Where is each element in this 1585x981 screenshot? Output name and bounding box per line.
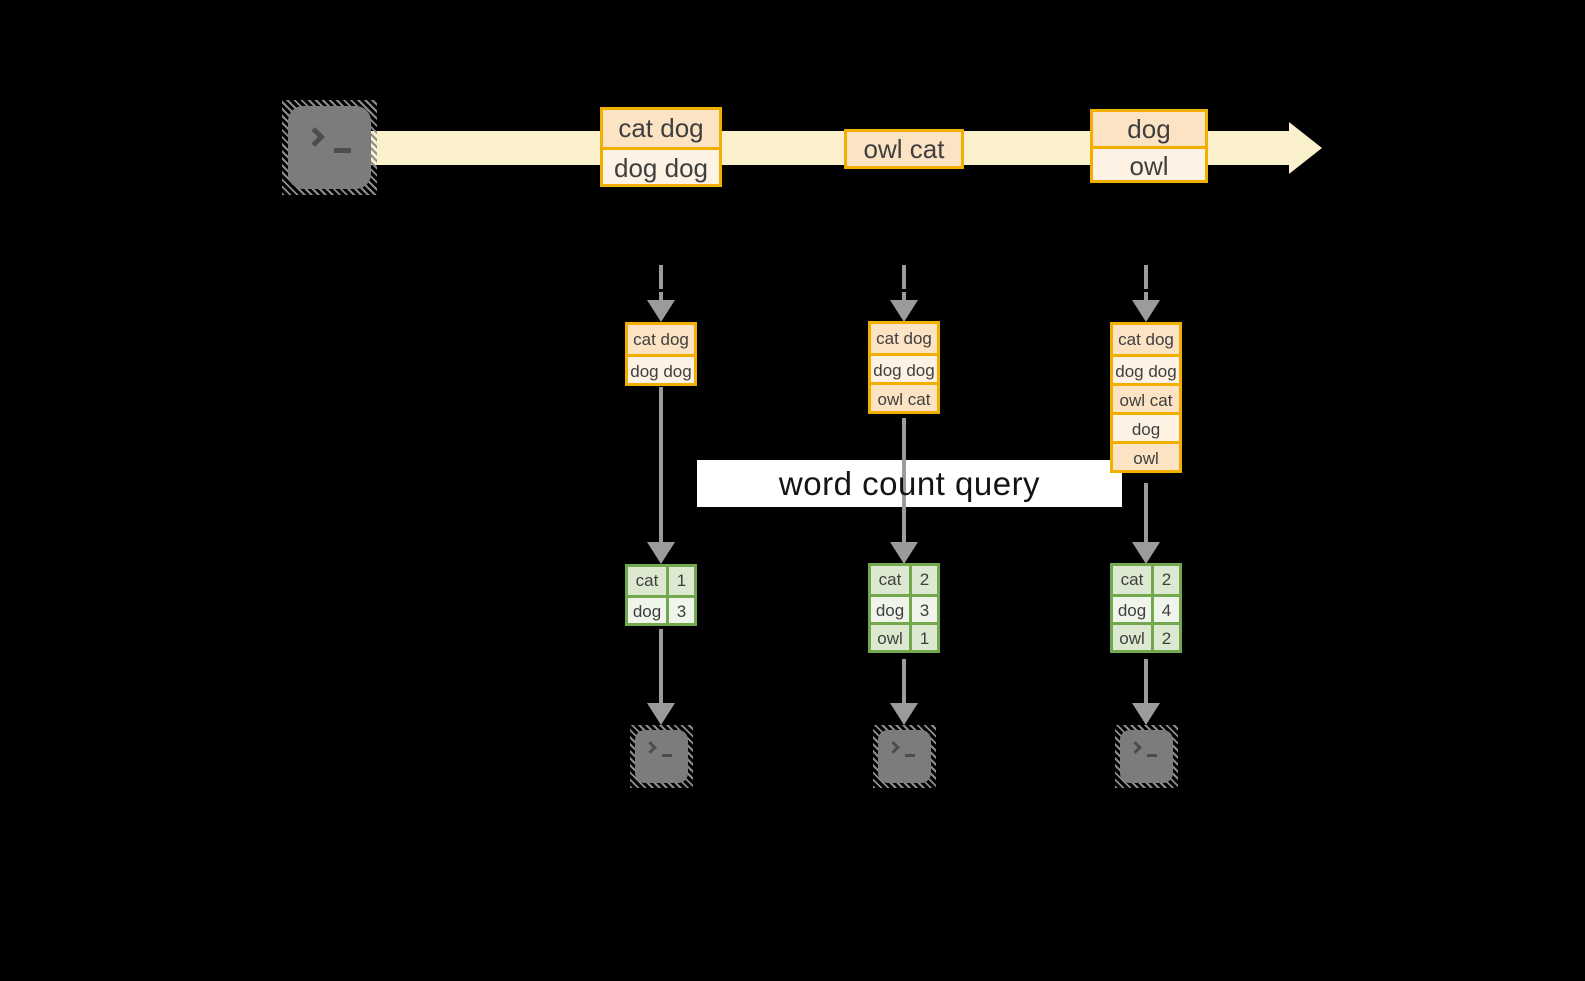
query-banner	[697, 460, 1122, 507]
count-cell: 1	[676, 571, 687, 590]
count-cell: 3	[676, 602, 687, 621]
dashed-flow-line	[659, 265, 663, 289]
word-cell: dog	[1113, 597, 1154, 622]
stack-item: owl	[1113, 441, 1179, 470]
word-count-table: cat 1 dog 3	[625, 564, 697, 626]
word-cell: owl	[1113, 625, 1154, 650]
dashed-flow-line	[902, 265, 906, 289]
count-cell: 2	[1161, 629, 1172, 648]
count-row: dog 3	[628, 595, 694, 623]
count-cell: 4	[1161, 601, 1172, 620]
count-row: cat 1	[628, 567, 694, 595]
down-arrowhead-icon	[890, 300, 918, 322]
terminal-screen	[288, 106, 371, 189]
word-cell: cat	[1113, 566, 1154, 594]
count-row: owl 2	[1113, 622, 1179, 650]
prompt-cursor-icon	[1147, 754, 1157, 757]
prompt-chevron-icon	[644, 741, 657, 754]
terminal-screen	[635, 730, 688, 783]
stream-arrowhead-icon	[1289, 122, 1322, 174]
count-cell: 2	[919, 570, 930, 589]
stack-item: dog	[1113, 412, 1179, 441]
word-count-table: cat 2 dog 4 owl 2	[1110, 563, 1182, 653]
down-arrowhead-icon	[1132, 300, 1160, 322]
terminal-sink-icon	[873, 725, 936, 788]
terminal-sink-icon	[630, 725, 693, 788]
prompt-cursor-icon	[662, 754, 672, 757]
stack-item: owl cat	[1113, 383, 1179, 412]
down-arrowhead-icon	[890, 703, 918, 725]
stack-item: dog dog	[628, 354, 694, 383]
stream-event-item: dog dog	[603, 147, 719, 184]
stream-event-item: owl	[1093, 146, 1205, 180]
terminal-screen	[1120, 730, 1173, 783]
stream-event-item: cat dog	[603, 110, 719, 147]
flow-line	[902, 418, 906, 545]
down-arrowhead-icon	[647, 300, 675, 322]
count-cell: 2	[1161, 570, 1172, 589]
prompt-chevron-icon	[1129, 741, 1142, 754]
count-row: cat 2	[1113, 566, 1179, 594]
terminal-source-icon	[282, 100, 377, 195]
dashed-flow-line	[902, 292, 906, 302]
stack-item: owl cat	[871, 382, 937, 411]
terminal-sink-icon	[1115, 725, 1178, 788]
down-arrowhead-icon	[1132, 542, 1160, 564]
flow-line	[1144, 659, 1148, 705]
down-arrowhead-icon	[1132, 703, 1160, 725]
prompt-cursor-icon	[905, 754, 915, 757]
prompt-chevron-icon	[305, 127, 325, 147]
flow-line	[902, 659, 906, 705]
count-row: owl 1	[871, 622, 937, 650]
dashed-flow-line	[1144, 265, 1148, 289]
flow-line	[1144, 483, 1148, 545]
word-cell: owl	[871, 625, 912, 650]
stack-item: dog dog	[1113, 354, 1179, 383]
down-arrowhead-icon	[647, 703, 675, 725]
word-cell: cat	[628, 567, 669, 595]
flow-line	[659, 629, 663, 705]
word-cell: dog	[871, 597, 912, 622]
word-cell: dog	[628, 598, 669, 623]
stream-event-box: owl cat	[844, 129, 964, 169]
flow-line	[659, 387, 663, 545]
count-cell: 1	[919, 629, 930, 648]
count-cell: 3	[919, 601, 930, 620]
stack-item: dog dog	[871, 353, 937, 382]
count-row: cat 2	[871, 566, 937, 594]
count-row: dog 3	[871, 594, 937, 622]
count-row: dog 4	[1113, 594, 1179, 622]
stack-item: cat dog	[1113, 325, 1179, 354]
word-cell: cat	[871, 566, 912, 594]
prompt-chevron-icon	[887, 741, 900, 754]
prompt-cursor-icon	[334, 148, 351, 153]
stack-item: cat dog	[628, 325, 694, 354]
query-banner-label: word count query	[778, 464, 1041, 502]
stream-event-item: dog	[1093, 112, 1205, 146]
stream-event-item: owl cat	[847, 132, 961, 166]
dashed-flow-line	[1144, 292, 1148, 302]
down-arrowhead-icon	[890, 542, 918, 564]
word-count-table: cat 2 dog 3 owl 1	[868, 563, 940, 653]
stack-item: cat dog	[871, 324, 937, 353]
down-arrowhead-icon	[647, 542, 675, 564]
terminal-screen	[878, 730, 931, 783]
dashed-flow-line	[659, 292, 663, 302]
